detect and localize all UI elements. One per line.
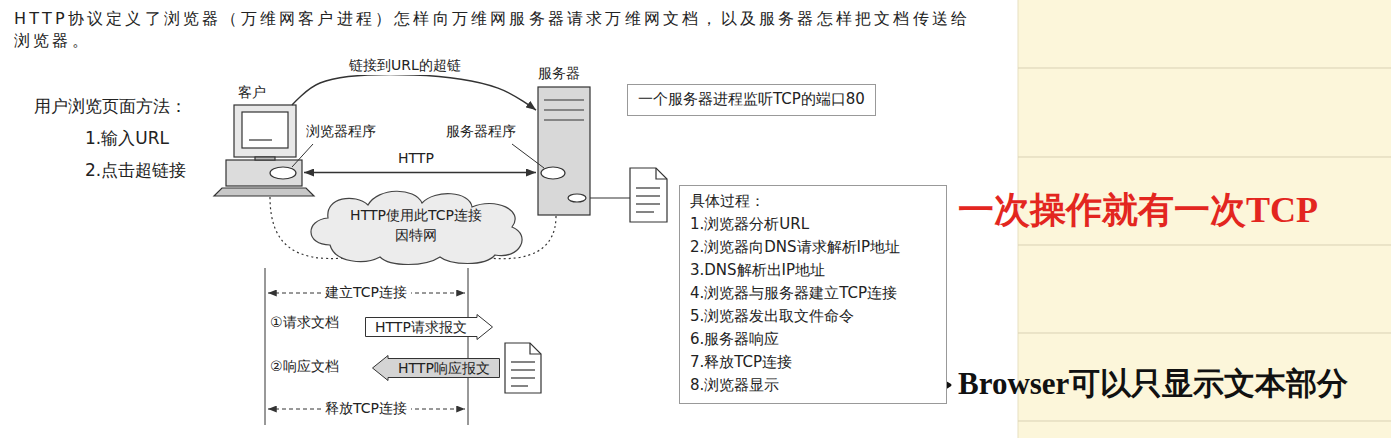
monitor (234, 105, 296, 157)
server-tower: 服务器服务器程序 (536, 85, 592, 217)
document-line (636, 195, 660, 196)
step-item: 7.释放TCP连接 (690, 351, 936, 374)
step-item: 8.浏览器显示 (690, 374, 936, 397)
document-sheet (630, 168, 667, 222)
handwritten-note: Browser可以只显示文本部分 (958, 366, 1348, 402)
browser-program-mark (270, 167, 296, 179)
block-arrow-shape (366, 315, 493, 340)
handwritten-note: 一次操作就有一次TCP (958, 190, 1318, 231)
timeline-axis (265, 268, 266, 425)
internet-cloud: HTTP使用此TCP连接因特网 (300, 185, 532, 265)
document-sheet (505, 343, 541, 393)
box-heading: 具体过程： (690, 190, 936, 213)
protocol-label: HTTP (398, 150, 434, 168)
cloud-outline (300, 185, 532, 265)
server-slot (544, 109, 584, 110)
response-arrow: HTTP响应报文 (372, 355, 500, 381)
server-disk (568, 194, 586, 202)
document-line (511, 385, 528, 386)
block-arrow-shape (373, 356, 500, 381)
program-label: 浏览器程序 (306, 123, 376, 141)
server-tower-body (538, 87, 590, 215)
step-item: 3.DNS解析出IP地址 (690, 259, 936, 282)
http-connector (304, 172, 536, 173)
server-slot (544, 99, 584, 100)
leader-line (512, 144, 544, 168)
node-text: HTTP请求报文 (375, 314, 467, 340)
node-text: 一个服务器进程监听TCP的端口80 (638, 89, 865, 109)
method-heading: 用户浏览页面方法： (34, 96, 187, 117)
ruled-line (1018, 245, 1391, 246)
ruled-line (1018, 421, 1391, 422)
step-item: 4.浏览器与服务器建立TCP连接 (690, 282, 936, 305)
keyboard (214, 188, 314, 196)
document-icon (630, 168, 667, 222)
monitor-stand (255, 157, 275, 160)
document-line (636, 203, 660, 204)
leader-line (292, 144, 313, 167)
document-line (636, 211, 654, 212)
document-link (590, 197, 630, 198)
document-fold (530, 343, 541, 354)
ruled-line (1018, 157, 1391, 158)
program-label: 服务器程序 (446, 123, 516, 141)
timeline-label: 释放TCP连接 (321, 400, 411, 418)
node-text: HTTP使用此TCP连接 (350, 205, 482, 225)
method-item: 1.输入URL (85, 128, 169, 149)
node-text: HTTP响应报文 (398, 355, 490, 381)
method-item: 2.点击超链接 (85, 160, 186, 181)
document-icon (505, 343, 541, 393)
step-label: ①请求文档 (270, 314, 339, 332)
server-label: 服务器 (538, 65, 580, 83)
server-icon (538, 87, 590, 215)
document-fold (656, 168, 667, 179)
hyperlink-arc (292, 75, 536, 110)
timeline-axis (468, 268, 469, 425)
process-box: 具体过程：1.浏览器分析URL2.浏览器向DNS请求解析IP地址3.DNS解析出… (679, 185, 947, 404)
ruled-line (1018, 333, 1391, 334)
step-label: ②响应文档 (270, 358, 339, 376)
document-line (511, 377, 535, 378)
intro-text: HTTP协议定义了浏览器（万维网客户进程）怎样向万维网服务器请求万维网文档，以及… (14, 8, 974, 52)
computer-case (226, 160, 302, 186)
document-line (511, 361, 535, 362)
server-slot (544, 119, 584, 120)
server-program-mark (541, 167, 565, 179)
screen-line (249, 139, 272, 140)
cloud-shape (311, 191, 522, 264)
step-item: 2.浏览器向DNS请求解析IP地址 (690, 236, 936, 259)
document-line (511, 369, 535, 370)
timeline-label: 建立TCP连接 (321, 284, 411, 302)
client-icon (214, 105, 314, 196)
request-arrow: HTTP请求报文 (365, 314, 493, 340)
ruled-line (1018, 68, 1391, 69)
client-computer: 客户浏览器程序 (224, 105, 304, 195)
client-label: 客户 (238, 84, 266, 102)
step-item: 5.浏览器发出取文件命令 (690, 305, 936, 328)
step-item: 1.浏览器分析URL (690, 213, 936, 236)
screen (242, 112, 288, 148)
edge-label: 链接到URL的超链 (345, 57, 465, 75)
note-box: 一个服务器进程监听TCP的端口80 (627, 84, 876, 116)
step-item: 6.服务器响应 (690, 328, 936, 351)
document-line (636, 187, 660, 188)
node-text: 因特网 (395, 225, 437, 245)
